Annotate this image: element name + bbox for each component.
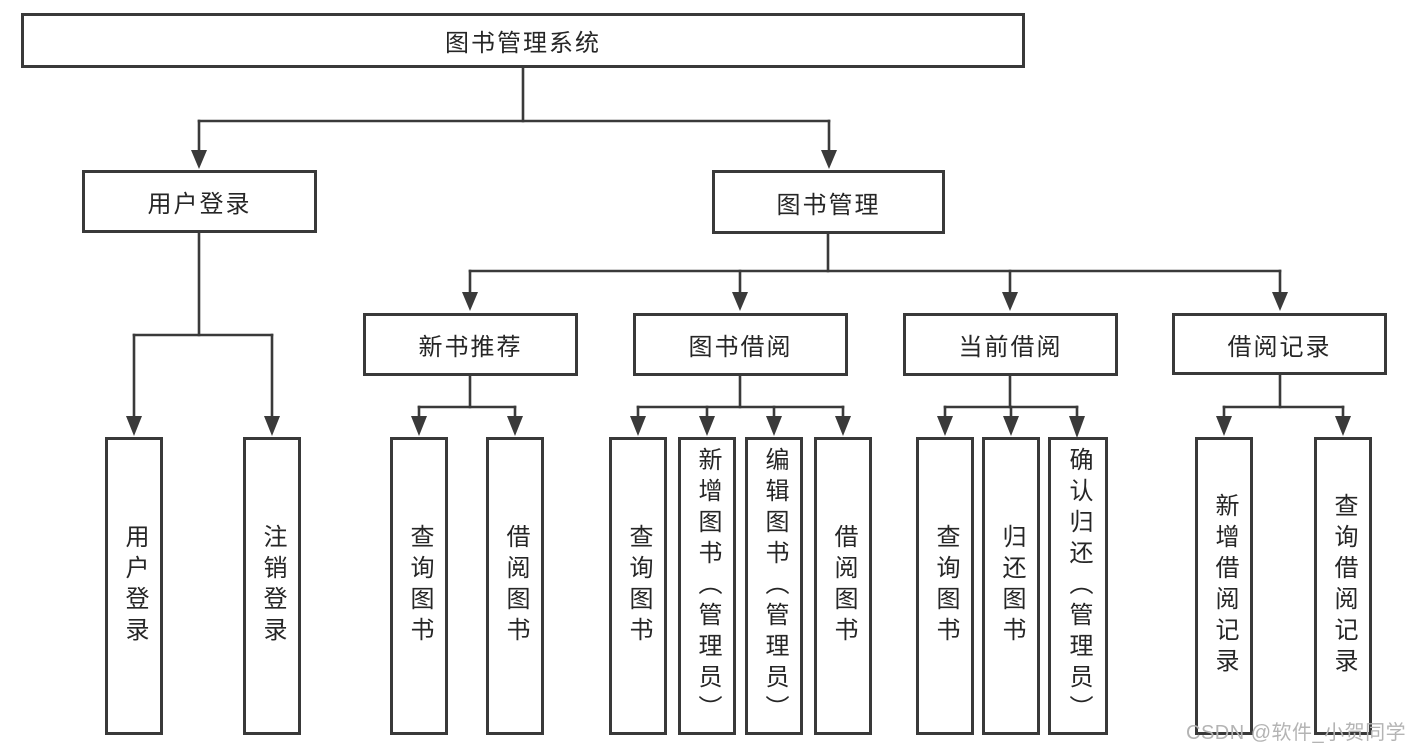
- node-label: 查询图书: [625, 524, 652, 648]
- watermark: CSDN @软件_小贺同学: [1186, 722, 1405, 744]
- node-label: 查询图书: [406, 524, 433, 648]
- node-label: 确认归还（管理员）: [1065, 446, 1092, 726]
- node-nbr-query-books: 查询图书: [390, 437, 448, 735]
- node-label: 借阅图书: [502, 524, 529, 648]
- node-bb-add-books-admin: 新增图书（管理员）: [678, 437, 736, 735]
- node-bb-query-books: 查询图书: [609, 437, 667, 735]
- node-user-login: 用户登录: [82, 170, 317, 233]
- node-new-book-recommend: 新书推荐: [363, 313, 578, 376]
- node-current-borrowing: 当前借阅: [903, 313, 1118, 376]
- node-bb-edit-books-admin: 编辑图书（管理员）: [745, 437, 803, 735]
- node-nbr-borrow-books: 借阅图书: [486, 437, 544, 735]
- node-cb-query-books: 查询图书: [916, 437, 974, 735]
- node-root: 图书管理系统: [21, 13, 1025, 68]
- node-label: 查询图书: [932, 524, 959, 648]
- node-cb-confirm-return-admin: 确认归还（管理员）: [1048, 437, 1108, 735]
- node-label: 新增借阅记录: [1211, 493, 1238, 679]
- node-logout-action: 注销登录: [243, 437, 301, 735]
- node-label: 归还图书: [998, 524, 1025, 648]
- node-book-borrowing: 图书借阅: [633, 313, 848, 376]
- node-label: 借阅图书: [830, 524, 857, 648]
- node-br-add-borrow-record: 新增借阅记录: [1195, 437, 1253, 735]
- node-label: 编辑图书（管理员）: [761, 446, 788, 726]
- node-label: 查询借阅记录: [1330, 493, 1357, 679]
- node-cb-return-books: 归还图书: [982, 437, 1040, 735]
- node-book-management: 图书管理: [712, 170, 945, 234]
- node-borrow-records: 借阅记录: [1172, 313, 1387, 375]
- node-user-login-action: 用户登录: [105, 437, 163, 735]
- node-label: 注销登录: [259, 524, 286, 648]
- node-br-query-borrow-record: 查询借阅记录: [1314, 437, 1372, 735]
- node-label: 用户登录: [121, 524, 148, 648]
- node-bb-borrow-books: 借阅图书: [814, 437, 872, 735]
- node-label: 新增图书（管理员）: [694, 446, 721, 726]
